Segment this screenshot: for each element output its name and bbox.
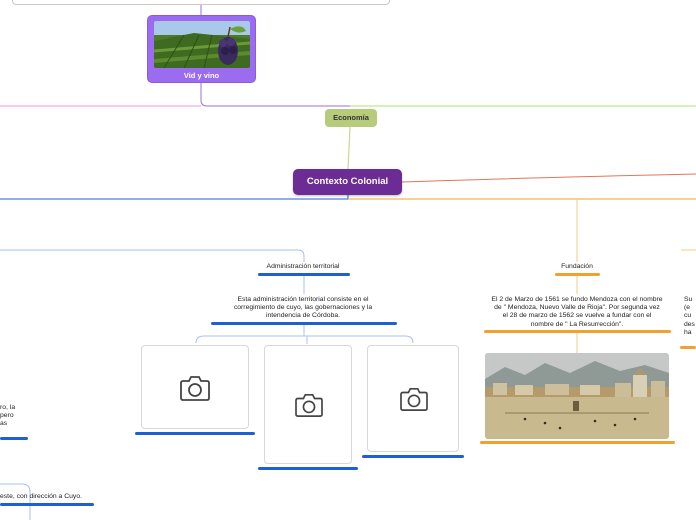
camera-icon bbox=[180, 376, 210, 401]
vid-vino-label: Vid y vino bbox=[183, 71, 220, 80]
admin-title-underline bbox=[258, 273, 350, 276]
photo-placeholder-2[interactable] bbox=[264, 345, 352, 464]
left-partial-underline-2 bbox=[0, 503, 94, 506]
right-partial-text[interactable]: Su (e cu des ha bbox=[684, 296, 695, 336]
vid-vino-node[interactable]: Vid y vino bbox=[147, 15, 256, 83]
camera-icon bbox=[400, 387, 428, 411]
economia-node[interactable]: Economía bbox=[325, 109, 377, 127]
admin-description-underline bbox=[211, 322, 397, 325]
colonial-town-plaza-illustration bbox=[485, 353, 669, 439]
right-partial-underline bbox=[680, 346, 696, 349]
fundacion-description[interactable]: El 2 de Marzo de 1561 se fundo Mendoza c… bbox=[491, 296, 663, 328]
fundacion-title-underline bbox=[555, 273, 600, 276]
admin-description[interactable]: Esta administración territorial consiste… bbox=[233, 296, 373, 320]
fundacion-image-underline bbox=[480, 441, 675, 444]
vineyard-grapes-photo bbox=[154, 21, 250, 68]
photo-placeholder-1[interactable] bbox=[141, 345, 249, 429]
photo-placeholder-3[interactable] bbox=[367, 345, 459, 452]
fundacion-description-underline bbox=[484, 330, 671, 333]
photo-1-underline bbox=[135, 432, 255, 435]
contexto-colonial-root[interactable]: Contexto Colonial bbox=[293, 169, 402, 195]
left-partial-text-1[interactable]: ro, la pero as bbox=[0, 404, 16, 428]
photo-3-underline bbox=[362, 455, 464, 458]
photo-2-underline bbox=[258, 467, 358, 470]
left-partial-underline-1 bbox=[0, 437, 28, 440]
top-partial-node[interactable] bbox=[12, 0, 390, 5]
left-partial-text-2[interactable]: este, con dirección a Cuyo. bbox=[0, 493, 82, 500]
admin-title[interactable]: Administración territorial bbox=[266, 263, 340, 270]
camera-icon bbox=[295, 393, 323, 417]
fundacion-title[interactable]: Fundación bbox=[561, 263, 593, 270]
